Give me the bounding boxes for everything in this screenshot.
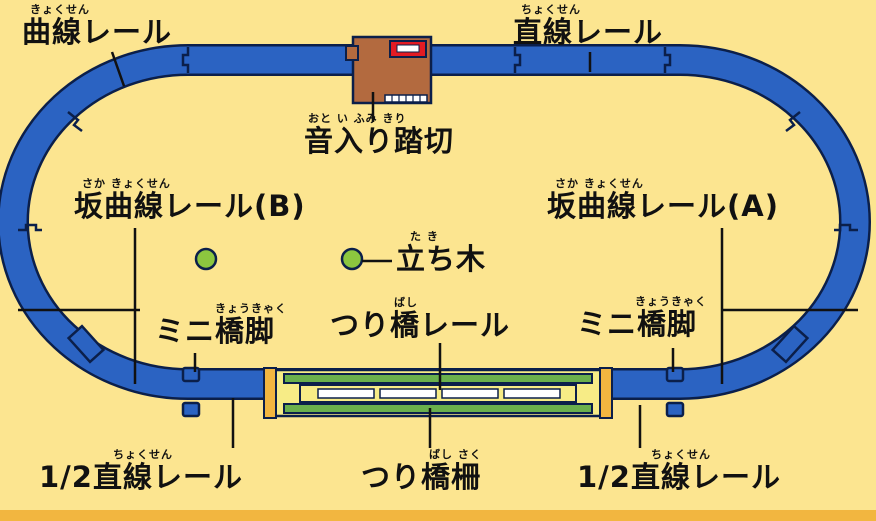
tree-left <box>194 247 218 271</box>
label-suspension-bridge-fence: ばし さく つり橋柵 <box>361 448 482 494</box>
curve-pier-blocks <box>66 324 810 364</box>
bottom-stripe <box>0 510 876 521</box>
label-half-straight-left: ちょくせん 1/2直線レール <box>39 448 243 494</box>
label-tree: た き 立ち木 <box>396 230 487 276</box>
mini-pier-left-top <box>181 366 201 383</box>
label-mini-pier-left: きょうきゃく ミニ橋脚 <box>155 302 287 348</box>
mini-pier-right-top <box>665 366 685 383</box>
oval-track <box>0 44 871 400</box>
label-suspension-bridge-rail: ばし つり橋レール <box>330 296 511 342</box>
mini-pier-right-bottom <box>665 401 685 418</box>
mini-pier-left-bottom <box>181 401 201 418</box>
trees <box>194 247 364 271</box>
crossing-block <box>345 35 433 105</box>
mini-piers <box>181 366 685 418</box>
label-slope-curve-a: さか きょくせん 坂曲線レール(A) <box>547 177 779 223</box>
label-mini-pier-right: きょうきゃく ミニ橋脚 <box>577 295 707 341</box>
leader-lines <box>18 51 858 448</box>
label-half-straight-right: ちょくせん 1/2直線レール <box>577 448 781 494</box>
label-straight-rail: ちょくせん 直線レール <box>513 3 664 49</box>
label-sound-crossing: おと い ふみ きり 音入り踏切 <box>304 112 455 158</box>
label-curve-rail: きょくせん 曲線レール <box>22 3 173 49</box>
tree-right <box>340 247 364 271</box>
label-slope-curve-b: さか きょくせん 坂曲線レール(B) <box>74 177 306 223</box>
suspension-bridge <box>263 367 613 419</box>
